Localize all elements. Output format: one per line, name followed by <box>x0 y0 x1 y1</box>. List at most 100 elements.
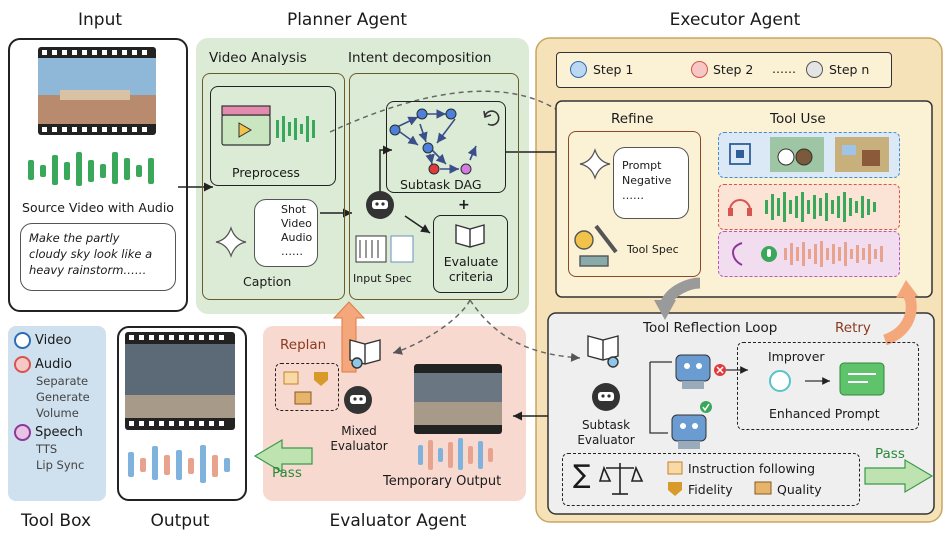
mixed-evaluator-book-icon <box>349 339 381 369</box>
reflection-bg <box>547 312 935 515</box>
input-spec-film-icon <box>355 235 387 263</box>
step1-circle-icon <box>570 61 587 78</box>
refine-bubble: Prompt Negative …… <box>613 147 689 219</box>
planner-robot-icon <box>366 191 394 219</box>
temporary-waveform <box>418 438 493 470</box>
caption-label: Caption <box>243 274 292 289</box>
refine-box <box>568 131 701 277</box>
step1-label: Step 1 <box>593 62 634 77</box>
toolbox-audio: Audio <box>14 356 104 373</box>
retry-label[interactable]: Retry <box>835 320 871 336</box>
replan-metrics-box <box>275 363 339 411</box>
toolbox-separate: Separate <box>36 374 89 388</box>
toolbox-tts: TTS <box>36 442 58 456</box>
refine-sparkle-icon <box>579 148 611 180</box>
output-panel <box>117 326 247 501</box>
fidelity-icon <box>668 482 682 496</box>
preprocess-label: Preprocess <box>232 165 300 180</box>
subtask-eval-line2: Evaluator <box>577 433 635 447</box>
toolbox-volume: Volume <box>36 406 79 420</box>
evaluate-book-icon <box>455 224 485 248</box>
mixed-evaluator-robot-icon <box>344 386 372 414</box>
refine-label: Refine <box>611 111 654 127</box>
enhanced-prompt-label: Enhanced Prompt <box>769 406 880 421</box>
input-prompt-line3: heavy rainstorm…… <box>29 263 147 277</box>
audio-circle-icon <box>14 356 31 373</box>
stepn-circle-icon <box>806 61 823 78</box>
tool-use-label: Tool Use <box>770 111 826 127</box>
reflection-robot-bottom-icon <box>671 414 707 449</box>
mixed-line1: Mixed <box>341 424 377 438</box>
reflection-robot-top-icon <box>675 354 711 389</box>
planner-title: Planner Agent <box>286 10 408 30</box>
improver-box <box>737 342 919 430</box>
reflection-loop-label: Tool Reflection Loop <box>643 320 778 336</box>
input-prompt-line1: Make the partly <box>29 231 120 245</box>
sigma-icon: ∑ <box>573 460 591 490</box>
plus-sign: + <box>458 197 470 213</box>
refine-prompt: Prompt <box>622 159 662 172</box>
video-analysis-box <box>202 73 345 300</box>
caption-bubble: Shot Video Audio …… <box>254 199 318 267</box>
caption-video: Video <box>281 217 312 230</box>
subtask-dag-label: Subtask DAG <box>400 177 482 192</box>
evaluate-line1: Evaluate <box>443 254 499 269</box>
pass-arrow-evaluator-icon <box>253 438 313 474</box>
video-circle-icon <box>14 332 31 349</box>
step-ellipsis: …… <box>772 62 796 76</box>
toolbox-lipsync: Lip Sync <box>36 458 85 472</box>
steps-bar <box>556 52 892 88</box>
subtask-book-icon <box>587 335 619 368</box>
toolbox-video-label: Video <box>35 333 72 348</box>
executor-title: Executor Agent <box>669 10 801 30</box>
fidelity-label: Fidelity <box>688 482 733 497</box>
dag-nodes <box>389 108 472 175</box>
pass-arrow-executor-icon <box>864 458 934 494</box>
replan-label[interactable]: Replan <box>280 337 327 353</box>
down-arrow-icon <box>654 300 676 320</box>
caption-sparkle-icon <box>215 226 247 258</box>
caption-dots: …… <box>281 245 303 258</box>
input-spec-doc-icon <box>390 235 414 263</box>
intent-box <box>349 73 519 300</box>
intent-decomposition-label: Intent decomposition <box>348 50 492 66</box>
toolbox-title: Tool Box <box>20 511 92 531</box>
input-spec-label: Input Spec <box>353 272 412 285</box>
toolbox-speech: Speech <box>14 424 104 441</box>
step2-circle-icon <box>691 61 708 78</box>
toolbox-list: Video Audio Separate Generate Volume Spe… <box>14 332 104 473</box>
toolbox-audio-items: Separate Generate Volume <box>14 373 104 421</box>
input-panel <box>8 38 188 312</box>
evaluate-criteria-box <box>433 215 508 293</box>
input-title: Input <box>77 10 123 30</box>
improver-icon <box>769 370 791 392</box>
speech-circle-icon <box>14 424 31 441</box>
refine-dots: …… <box>622 189 644 202</box>
subtask-evaluator-label: Subtask Evaluator <box>573 418 639 448</box>
caption-audio: Audio <box>281 231 313 244</box>
toolbox-speech-items: TTS Lip Sync <box>14 441 104 473</box>
toolbox-speech-label: Speech <box>35 425 83 440</box>
mixed-line2: Evaluator <box>330 439 388 453</box>
video-analysis-label: Video Analysis <box>209 50 307 66</box>
instruction-following-label: Instruction following <box>688 461 816 476</box>
evaluator-pass-label: Pass <box>272 465 302 481</box>
scale-icon <box>598 463 644 495</box>
input-prompt-line2: cloudy sky look like a <box>29 247 153 261</box>
refresh-icon <box>483 110 500 126</box>
input-prompt-bubble: Make the partly cloudy sky look like a h… <box>20 223 176 291</box>
refine-negative: Negative <box>622 174 672 187</box>
tool-spec-icon <box>574 224 618 267</box>
toolbox-bg <box>8 326 106 501</box>
mixed-evaluator-label: Mixed Evaluator <box>326 424 392 454</box>
stepn-label: Step n <box>829 62 870 77</box>
subtask-dag-box <box>386 101 506 193</box>
evaluator-title: Evaluator Agent <box>329 511 467 531</box>
quality-icon <box>754 481 772 495</box>
toolbox-generate: Generate <box>36 390 90 404</box>
metrics-box <box>562 453 860 506</box>
tool-spec-label: Tool Spec <box>627 243 679 256</box>
enhanced-prompt-icon <box>839 362 885 396</box>
input-waveform <box>28 152 154 186</box>
